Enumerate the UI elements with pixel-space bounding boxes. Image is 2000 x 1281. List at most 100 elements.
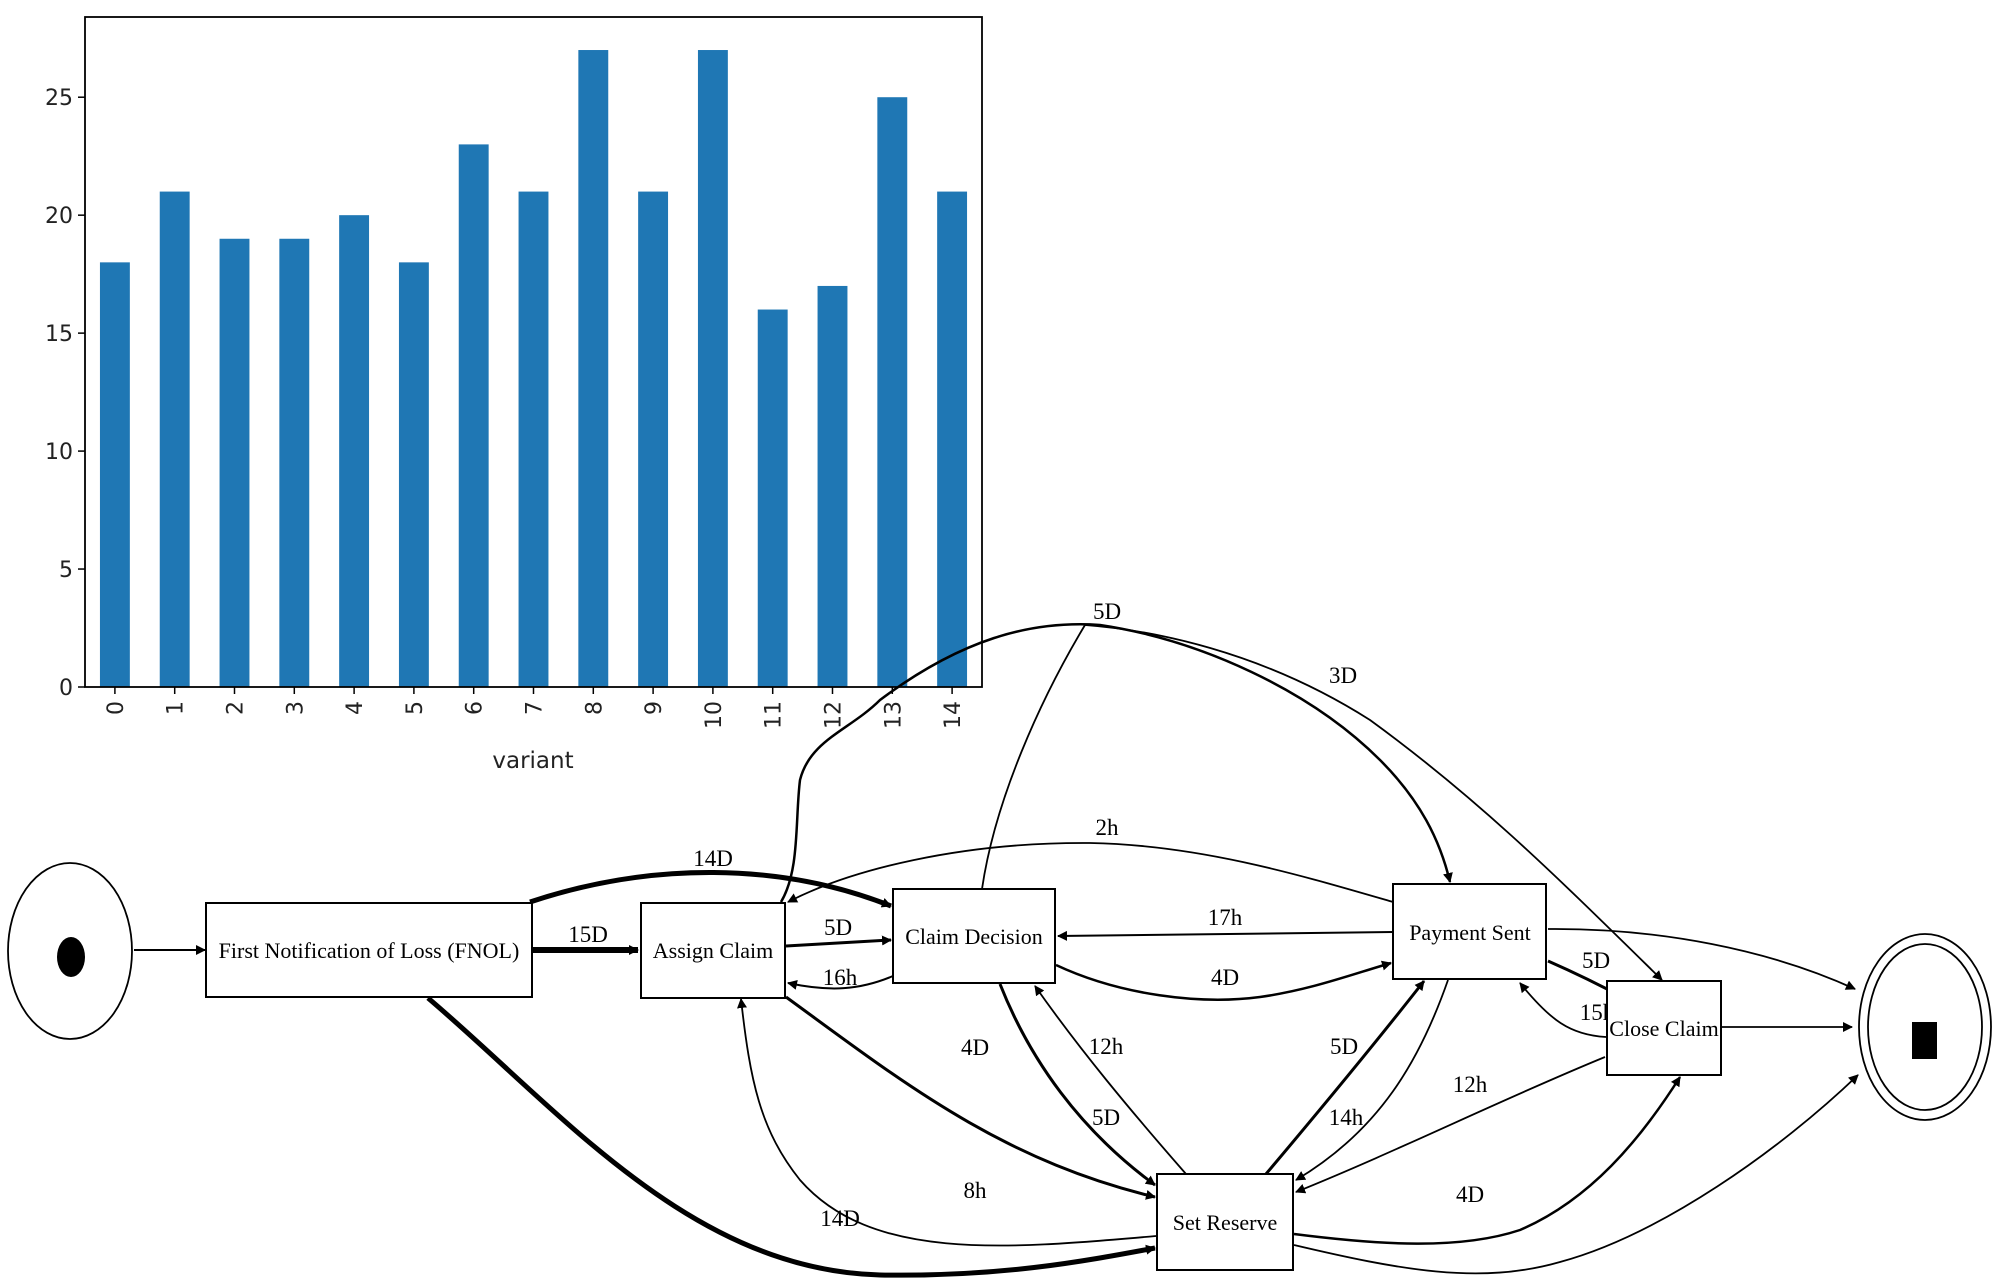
start-dot-icon xyxy=(57,937,85,977)
edge-label: 15D xyxy=(568,922,608,947)
bar-variant-2 xyxy=(219,238,250,687)
edge-payment-reserve[interactable] xyxy=(1295,979,1449,1181)
edge-decision-assign[interactable] xyxy=(787,975,894,990)
edge-fnol-reserve[interactable] xyxy=(426,996,1156,1278)
bar-variant-14 xyxy=(937,191,968,688)
edge-label: 14D xyxy=(693,846,733,871)
edge-reserve-end[interactable] xyxy=(1293,1074,1859,1275)
edge-fnol-decision[interactable] xyxy=(529,870,892,909)
bar-variant-7 xyxy=(518,191,549,688)
node-payment-sent[interactable]: Payment Sent xyxy=(1392,883,1547,980)
x-tick-label: 0 xyxy=(104,701,129,715)
bar-variant-13 xyxy=(877,97,908,688)
x-tick-label: 2 xyxy=(224,701,249,715)
node-fnol[interactable]: First Notification of Loss (FNOL) xyxy=(205,902,533,998)
edge-payment-end[interactable] xyxy=(1547,928,1856,990)
node-label: Claim Decision xyxy=(905,924,1042,949)
y-tick-label: 15 xyxy=(45,322,73,347)
edge-label: 3D xyxy=(1329,663,1357,688)
edge-label: 5D xyxy=(1092,1105,1120,1130)
y-tick-label: 5 xyxy=(59,558,73,583)
x-tick-label: 6 xyxy=(463,701,488,715)
node-label: Close Claim xyxy=(1609,1016,1718,1041)
edge-reserve-payment[interactable] xyxy=(1264,980,1426,1175)
bar-variant-10 xyxy=(697,50,728,687)
x-tick-label: 3 xyxy=(283,701,308,715)
edge-assign-decision[interactable] xyxy=(785,935,892,948)
edge-close-payment[interactable] xyxy=(1519,982,1607,1038)
edge-label: 12h xyxy=(1089,1034,1124,1059)
bar-variant-8 xyxy=(578,50,609,687)
edge-reserve-close[interactable] xyxy=(1293,1076,1682,1245)
bar-variant-12 xyxy=(817,285,848,687)
x-tick-label: 10 xyxy=(702,701,727,729)
x-tick-label: 8 xyxy=(582,701,607,715)
x-tick-label: 1 xyxy=(164,701,189,715)
edge-labels: 15D 14D 14D 5D 16h 4D 8h 5D 2h 3D 4D 17h… xyxy=(568,599,1615,1231)
x-tick-label: 11 xyxy=(762,701,787,729)
x-tick-label: 14 xyxy=(941,701,966,729)
bars xyxy=(99,50,968,688)
bar-variant-0 xyxy=(99,262,130,687)
x-tick-label: 12 xyxy=(822,701,847,729)
x-tick-label: 4 xyxy=(343,701,368,715)
x-axis-label: variant xyxy=(492,748,573,774)
edge-reserve-assign[interactable] xyxy=(737,998,1157,1247)
edge-reserve-decision[interactable] xyxy=(1034,985,1187,1175)
bar-variant-1 xyxy=(159,191,190,688)
process-edges xyxy=(134,623,1859,1278)
edge-label: 2h xyxy=(1096,815,1120,840)
edge-label: 17h xyxy=(1208,905,1243,930)
x-tick-label: 7 xyxy=(523,701,548,715)
edge-label: 4D xyxy=(1456,1182,1484,1207)
y-tick-label: 20 xyxy=(45,204,73,229)
edge-label: 4D xyxy=(961,1035,989,1060)
edge-label: 4D xyxy=(1211,965,1239,990)
edge-label: 5D xyxy=(824,915,852,940)
y-tick-label: 25 xyxy=(45,86,73,111)
end-square-icon xyxy=(1912,1022,1937,1059)
edge-label: 12h xyxy=(1453,1072,1488,1097)
end-node[interactable] xyxy=(1858,933,1992,1121)
edge-assign-payment[interactable] xyxy=(779,623,1453,903)
node-claim-decision[interactable]: Claim Decision xyxy=(892,888,1056,984)
edge-label: 16h xyxy=(823,965,858,990)
bar-variant-9 xyxy=(638,191,669,688)
x-tick-label: 13 xyxy=(881,701,906,729)
bar-variant-6 xyxy=(458,144,489,688)
edge-decision-reserve[interactable] xyxy=(998,983,1156,1187)
bar-variant-4 xyxy=(339,215,370,688)
edge-assign-reserve[interactable] xyxy=(785,995,1156,1200)
edge-label: 5D xyxy=(1582,948,1610,973)
bar-variant-5 xyxy=(398,262,429,687)
node-set-reserve[interactable]: Set Reserve xyxy=(1156,1173,1294,1271)
node-label: Assign Claim xyxy=(653,938,773,963)
node-label: First Notification of Loss (FNOL) xyxy=(219,938,520,963)
edge-label: 8h xyxy=(964,1178,988,1203)
edge-label: 5D xyxy=(1093,599,1121,624)
bar-variant-3 xyxy=(279,238,310,687)
node-assign-claim[interactable]: Assign Claim xyxy=(640,902,786,999)
edge-decision-close[interactable] xyxy=(981,624,1663,981)
edge-label: 14h xyxy=(1329,1105,1364,1130)
edge-label: 14D xyxy=(820,1206,860,1231)
axes-frame xyxy=(84,16,983,688)
node-label: Set Reserve xyxy=(1173,1210,1277,1235)
x-tick-label: 5 xyxy=(403,701,428,715)
node-close-claim[interactable]: Close Claim xyxy=(1606,980,1722,1076)
bar-variant-11 xyxy=(757,309,788,687)
y-axis-ticks: 0 5 10 15 20 25 xyxy=(45,86,85,701)
start-node[interactable] xyxy=(7,862,133,1040)
edge-payment-assign[interactable] xyxy=(787,842,1394,903)
edge-close-reserve[interactable] xyxy=(1295,1056,1606,1194)
y-tick-label: 0 xyxy=(59,676,73,701)
edge-decision-payment[interactable] xyxy=(1055,960,1392,1001)
y-tick-label: 10 xyxy=(45,440,73,465)
edge-label: 5D xyxy=(1330,1034,1358,1059)
x-tick-label: 9 xyxy=(642,701,667,715)
edge-payment-decision[interactable] xyxy=(1057,930,1394,941)
node-label: Payment Sent xyxy=(1409,920,1531,945)
